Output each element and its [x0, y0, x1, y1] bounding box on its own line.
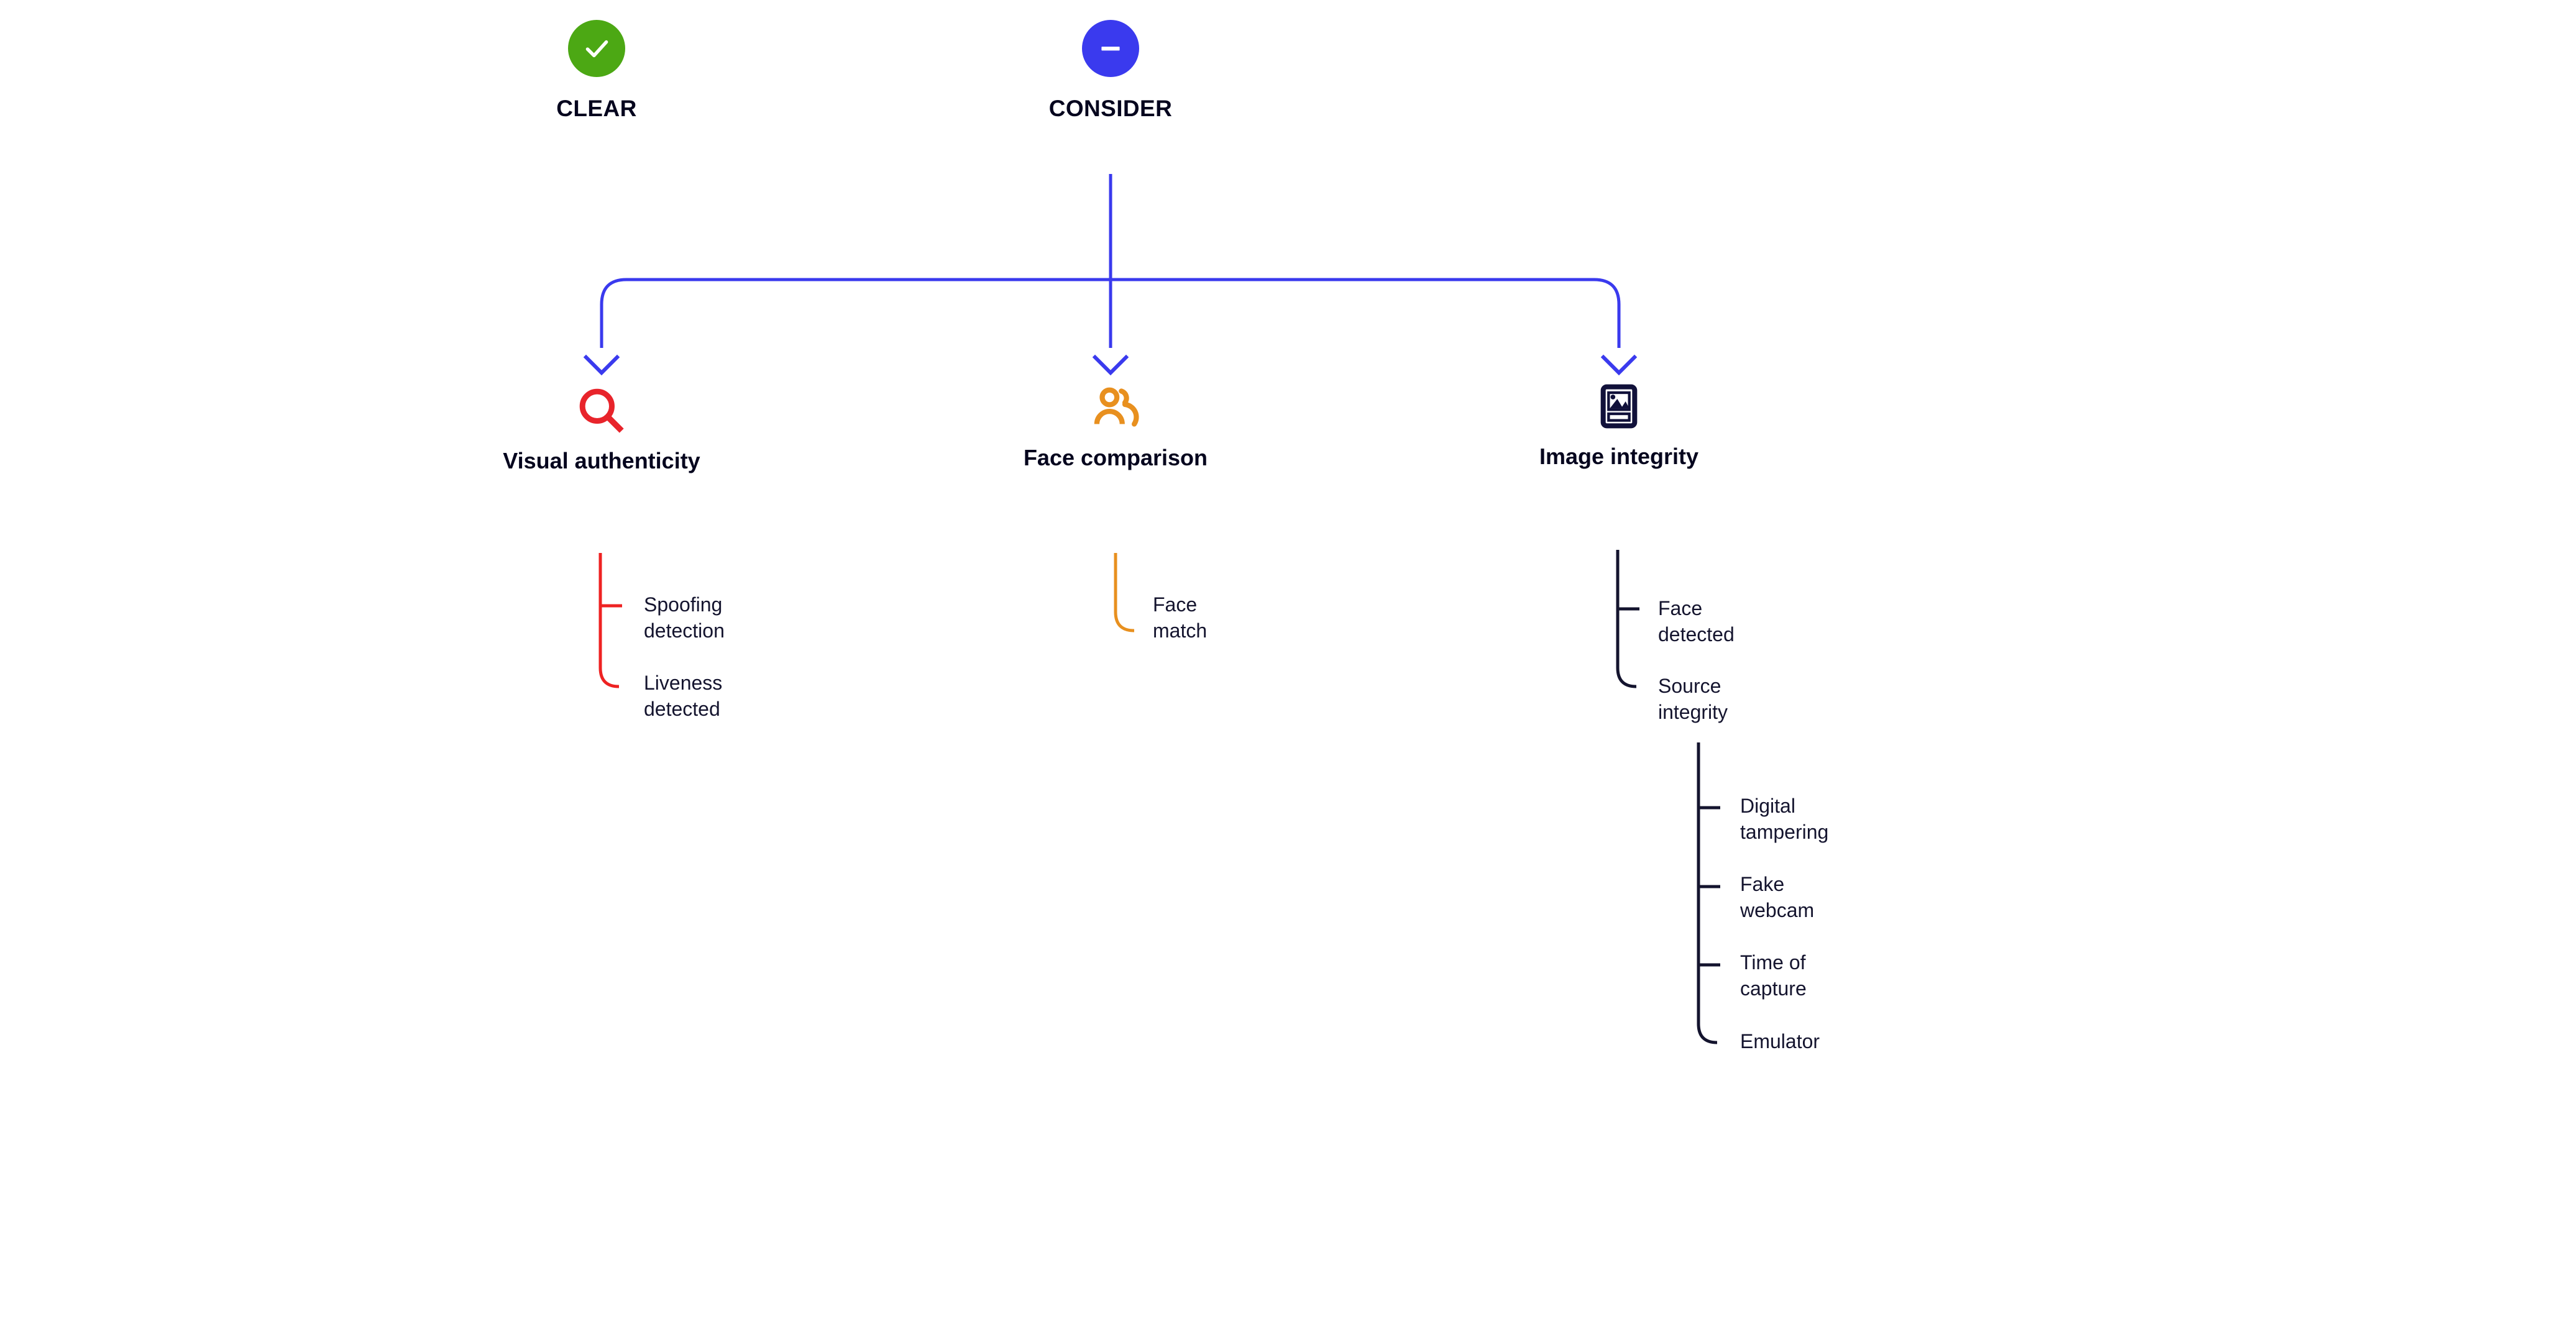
node-title-visual-authenticity: Visual authenticity [503, 448, 700, 473]
bus-line [600, 278, 1621, 348]
legend-item-consider[interactable]: CONSIDER [986, 20, 1235, 122]
leaf-time-of-capture[interactable]: Time of capture [1740, 951, 1807, 1000]
subtree-line-source [1697, 742, 1718, 1044]
subtree-line-visual [598, 553, 620, 688]
image-card-icon [1594, 378, 1644, 435]
two-people-icon [1089, 379, 1142, 436]
chevron-down-icon-centre [1092, 354, 1129, 376]
minus-circle-icon [1082, 20, 1139, 77]
chevron-down-icon-right [1600, 354, 1638, 376]
subtree-line-image [1616, 550, 1637, 688]
leaf-emulator[interactable]: Emulator [1740, 1030, 1820, 1052]
legend-label-clear: CLEAR [556, 96, 637, 121]
leaf-liveness-detected[interactable]: Liveness detected [644, 672, 723, 721]
leaf-digital-tampering[interactable]: Digital tampering [1740, 795, 1829, 844]
leaf-source-integrity[interactable]: Source integrity [1658, 675, 1728, 724]
leaf-fake-webcam[interactable]: Fake webcam [1740, 873, 1815, 922]
chevron-down-icon-left [583, 354, 620, 376]
node-face-comparison[interactable]: Face comparison [973, 379, 1258, 471]
legend-item-clear[interactable]: CLEAR [472, 20, 721, 122]
node-image-integrity[interactable]: Image integrity [1476, 378, 1762, 470]
node-title-image-integrity: Image integrity [1539, 444, 1699, 469]
check-circle-icon [568, 20, 625, 77]
leaf-face-match[interactable]: Face match [1153, 593, 1208, 642]
legend-label-consider: CONSIDER [1048, 96, 1173, 121]
node-visual-authenticity[interactable]: Visual authenticity [459, 382, 745, 474]
magnifier-icon [575, 382, 628, 439]
subtree-line-face [1114, 553, 1135, 632]
node-title-face-comparison: Face comparison [1023, 445, 1208, 470]
leaf-face-detected[interactable]: Face detected [1658, 597, 1735, 646]
leaf-spoofing-detection[interactable]: Spoofing detection [644, 593, 725, 642]
